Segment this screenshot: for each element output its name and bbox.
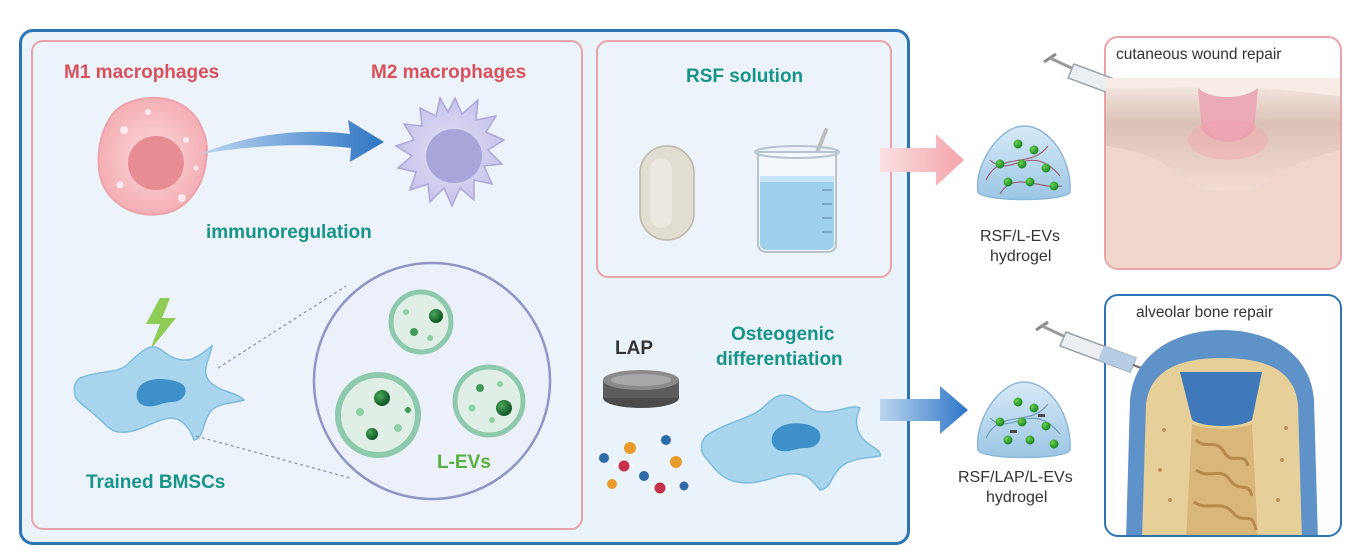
osteogenic-cell-icon [700,394,881,491]
immunoregulation-label: immunoregulation [206,222,372,243]
m1-macrophage-icon [97,96,208,216]
m1-macrophages-label: M1 macrophages [64,62,220,83]
m2-macrophages-label: M2 macrophages [371,62,527,83]
polarization-arrow [200,120,384,162]
ions-icon [599,435,689,494]
l-evs-label: L-EVs [437,452,491,473]
osteogenic-label-line2: differentiation [716,349,843,370]
l-evs-zoom-circle [312,261,552,501]
trained-bmsc-icon [73,344,246,441]
alveolar-bone-illustration [1126,330,1318,535]
rsf-lap-l-evs-hydrogel-icon [976,381,1071,459]
lap-label: LAP [615,338,653,359]
bottom-hydrogel-label-line2: hydrogel [986,489,1048,506]
m2-macrophage-icon [394,95,506,208]
bottom-hydrogel-label-line1: RSF/LAP/L-EVs [958,469,1073,486]
lap-arrow [880,386,968,434]
cutaneous-wound-title: cutaneous wound repair [1116,46,1282,63]
top-hydrogel-label-line2: hydrogel [990,248,1052,265]
top-hydrogel-label-line1: RSF/L-EVs [980,228,1061,245]
skin-wound-illustration [1106,78,1340,268]
rsf-solution-title: RSF solution [686,66,804,87]
lightning-icon [146,298,176,350]
rsf-arrow [880,134,964,186]
trained-bmscs-label: Trained BMSCs [86,472,226,493]
rsf-l-evs-hydrogel-icon [976,125,1071,201]
beaker-icon [754,128,840,253]
alveolar-bone-title: alveolar bone repair [1136,304,1274,321]
lap-disc-icon [603,370,679,408]
osteogenic-label-line1: Osteogenic [731,324,835,345]
silk-cocoon-icon [639,145,695,241]
